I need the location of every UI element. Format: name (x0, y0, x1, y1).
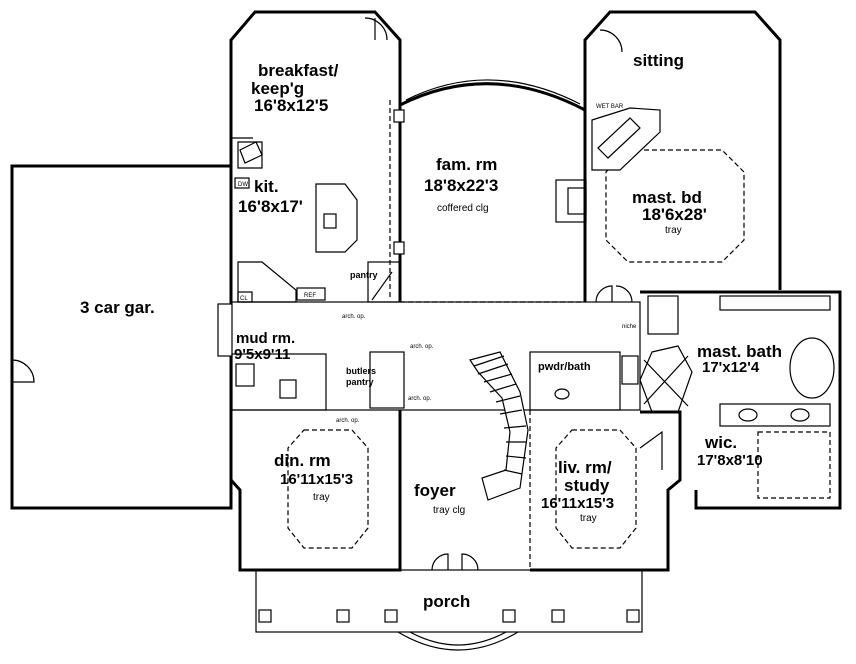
foyer-label: foyer (414, 481, 456, 500)
foyer-note: tray clg (433, 505, 465, 516)
master-bed-note: tray (665, 225, 682, 236)
kitchen-label: kit. (254, 177, 279, 196)
cl-label: CL (240, 296, 248, 302)
family-room: fam. rm 18'8x22'3 coffered clg (393, 79, 587, 303)
breakfast-kitchen-wing: pantry breakfast/ keep'g 16'8x12'5 kit. … (229, 10, 402, 303)
master-bath-size: 17'x12'4 (702, 359, 760, 376)
central-service-area: mud rm. 9'5x9'11 butlers pantry pwdr/bat… (217, 182, 641, 424)
master-bed-size: 18'6x28' (642, 205, 707, 224)
mudroom-size: 9'5x9'11 (234, 346, 290, 363)
dining-label: din. rm (274, 451, 331, 470)
breakfast-label: breakfast/ keep'g (251, 61, 343, 98)
master-bedroom-wing: WET BAR sitting mast. bd 18'6x28' tray (583, 10, 782, 303)
arch-op-label-1: arch. op. (342, 314, 366, 320)
porch-label: porch (423, 592, 470, 611)
dining-room: din. rm 16'11x15'3 tray (229, 410, 402, 572)
master-bath-label: mast. bath (697, 342, 782, 361)
living-name-1: liv. rm/ (558, 458, 612, 477)
family-label: fam. rm (436, 155, 497, 174)
niche-label: niche (622, 324, 637, 330)
ref-label: REF (304, 293, 316, 299)
wic-size: 17'8x8'10 (697, 452, 763, 469)
living-size: 16'11x15'3 (541, 495, 614, 512)
breakfast-name-1: breakfast/ (258, 61, 339, 80)
arch-op-label-3: arch. op. (408, 396, 432, 402)
butlers-name-2: pantry (346, 377, 374, 387)
powder-label: pwdr/bath (538, 361, 591, 373)
family-note: coffered clg (437, 203, 489, 214)
living-study: liv. rm/ study 16'11x15'3 tray (530, 410, 682, 572)
garage: 3 car gar. (10, 164, 233, 510)
master-bath-wic: mast. bath 17'x12'4 wic. 17'8x8'10 niche (622, 290, 842, 510)
living-name-2: study (564, 476, 610, 495)
porch: porch (255, 569, 643, 651)
staircase (469, 351, 529, 501)
arch-op-label-2: arch. op. (410, 344, 434, 350)
sitting-label: sitting (633, 51, 684, 70)
arch-op-label-4: arch. op. (336, 418, 360, 424)
family-size: 18'8x22'3 (424, 176, 498, 195)
dining-size: 16'11x15'3 (280, 471, 353, 488)
wic-label: wic. (704, 433, 737, 452)
garage-label: 3 car gar. (80, 298, 155, 317)
breakfast-size: 16'8x12'5 (254, 96, 328, 115)
living-note: tray (580, 513, 597, 524)
butlers-label: butlers pantry (346, 366, 379, 387)
butlers-name-1: butlers (346, 366, 376, 376)
mudroom-label: mud rm. (236, 330, 295, 347)
foyer: foyer tray clg (399, 410, 531, 571)
wet-bar-label: WET BAR (596, 104, 624, 110)
dw-label: DW (238, 182, 248, 188)
breakfast-name-2: keep'g (251, 79, 304, 98)
kitchen-size: 16'8x17' (238, 197, 303, 216)
living-label: liv. rm/ study (558, 458, 616, 495)
dining-note: tray (313, 492, 330, 503)
master-bed-label: mast. bd (632, 188, 702, 207)
pantry-label: pantry (350, 270, 378, 280)
